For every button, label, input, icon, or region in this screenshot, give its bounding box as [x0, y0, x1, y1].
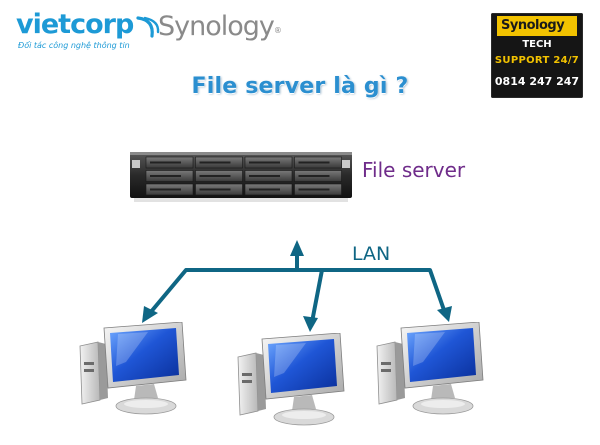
synology-logo: Synology® — [158, 10, 282, 44]
diagram-title: File server là gì ? — [191, 74, 409, 99]
desktop-computer-icon — [78, 322, 190, 418]
badge-line-support: SUPPORT 24/7 — [494, 55, 580, 66]
drive-bay-slot — [249, 161, 280, 164]
vietcorp-wordmark: vietcorp — [16, 9, 134, 40]
drive-bay-slot — [150, 161, 181, 164]
badge-line-tech: TECH — [522, 39, 552, 50]
desktop-computer-icon — [375, 322, 487, 418]
badge-brand-name: Synology — [501, 18, 565, 33]
server-rack-icon — [130, 152, 352, 202]
arrowhead-server-icon — [290, 240, 304, 256]
drive-bay-slot — [298, 175, 330, 177]
drive-bay-slot — [298, 161, 330, 164]
arrowhead-pc-3-icon — [437, 306, 452, 322]
network-label: LAN — [352, 243, 391, 265]
drive-bay-slot — [199, 188, 231, 191]
desktop-computer-icon — [236, 333, 348, 429]
server-label: File server — [362, 158, 466, 182]
arrowhead-pc-2-icon — [303, 316, 318, 332]
registered-mark: ® — [273, 26, 282, 35]
vietcorp-swoosh-icon — [136, 16, 160, 38]
synology-wordmark: Synology — [158, 11, 275, 42]
arrowhead-pc-1-icon — [142, 306, 158, 323]
vietcorp-logo: vietcorp Đối tác công nghệ thông tin — [16, 10, 166, 52]
badge-phone-number: 0814 247 247 — [494, 75, 580, 88]
badge-brand-strip — [497, 16, 577, 36]
drive-bay-slot — [150, 175, 181, 177]
drive-bay-slot — [199, 161, 231, 164]
drive-bay-slot — [249, 188, 280, 191]
downlink-to-pc-2 — [310, 268, 324, 324]
drive-bay-slot — [249, 175, 280, 177]
vietcorp-tagline: Đối tác công nghệ thông tin — [18, 41, 130, 50]
drive-bay-slot — [199, 175, 231, 177]
drive-bay-slot — [298, 188, 330, 191]
drive-bay-slot — [150, 188, 181, 191]
lan-backbone — [148, 268, 447, 315]
tech-support-badge: Synology TECH SUPPORT 24/7 0814 247 247 — [491, 13, 583, 98]
